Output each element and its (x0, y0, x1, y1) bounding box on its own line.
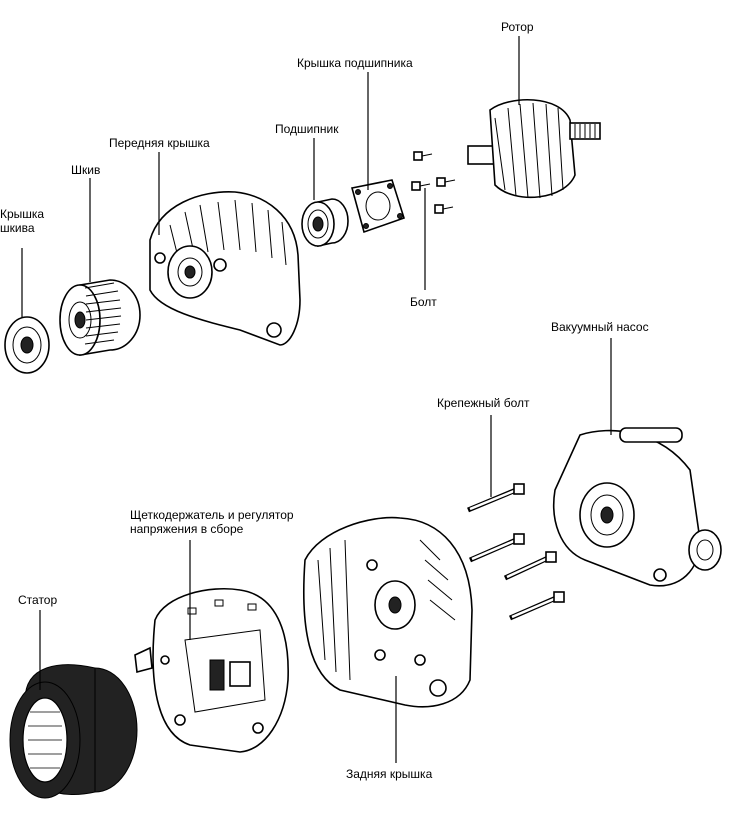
small-bolts-part (411, 151, 456, 214)
rotor-part (467, 98, 601, 199)
vacuum-pump-part (553, 427, 722, 587)
label-bolt: Болт (410, 295, 437, 309)
label-front-cover: Передняя крышка (109, 136, 210, 150)
brush-holder-part (134, 587, 289, 753)
label-pulley: Шкив (71, 163, 101, 177)
label-pulley-cover: Крышка шкива (0, 207, 45, 235)
mounting-bolts-part (467, 483, 565, 621)
label-rear-cover: Задняя крышка (346, 767, 433, 781)
pulley-part (59, 279, 141, 356)
label-vacuum-pump: Вакуумный насос (551, 320, 649, 334)
stator-part (9, 664, 138, 799)
label-bearing: Подшипник (275, 122, 339, 136)
front-cover-part (149, 191, 301, 346)
leader-lines (21, 36, 612, 763)
bearing-part (301, 198, 349, 247)
label-stator: Статор (18, 593, 58, 607)
pulley-cover-part (4, 316, 50, 374)
label-rotor: Ротор (501, 20, 534, 34)
label-mounting-bolt: Крепежный болт (437, 396, 530, 410)
bearing-cover-part (351, 179, 405, 234)
label-brush-holder: Щеткодержатель и регулятор напряжения в … (130, 508, 294, 536)
rear-cover-part (302, 516, 473, 708)
label-bearing-cover: Крышка подшипника (297, 56, 413, 70)
